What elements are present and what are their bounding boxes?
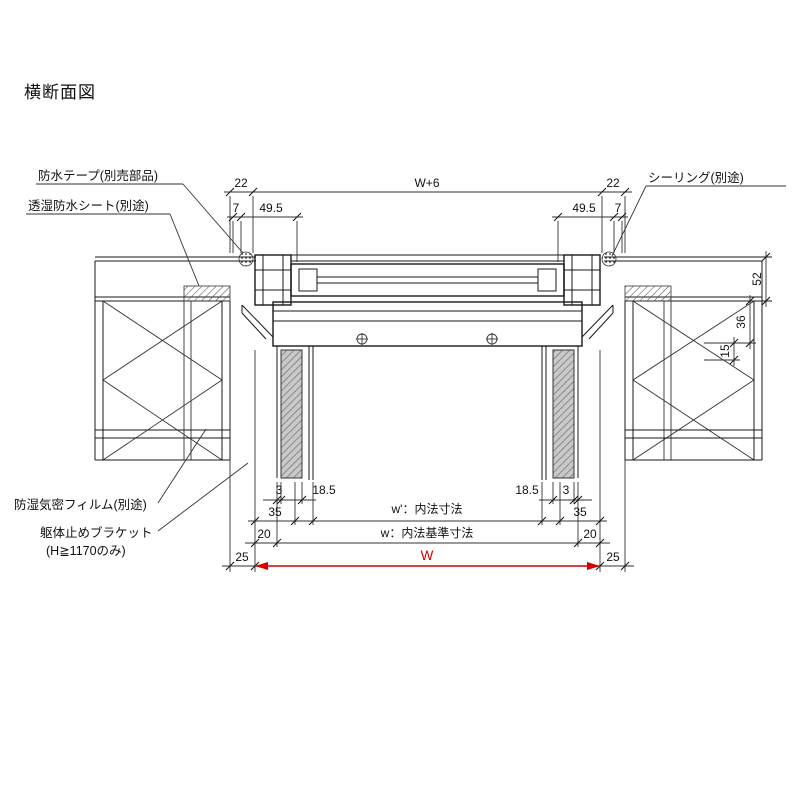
breathable-sheet-hatch-right [624,285,672,302]
sash-panel [290,263,565,297]
dim-bottom-left-35: 35 [268,505,282,519]
dim-bottom-left-18-5: 18.5 [312,483,336,497]
bottom-dimensions: 3 18.5 18.5 3 35 w'：内法寸法 35 20 w：内法基準寸法 … [222,350,634,572]
label-bracket-note: (H≧1170のみ) [46,544,126,558]
dim-inner-width: w'：内法寸法 [391,502,463,516]
bracket-left [241,304,274,340]
dim-upper-left-49-5: 49.5 [259,201,283,215]
lower-frame-rail [272,301,583,347]
label-waterproof-tape: 防水テープ(別売部品) [38,168,158,183]
label-vapor-film: 防湿気密フィルム(別途) [14,497,147,512]
dim-bottom-right-3: 3 [563,483,570,497]
glazing-stop-right [537,268,557,292]
dim-top-left-22: 22 [234,176,248,190]
dim-bottom-right-35: 35 [573,505,587,519]
dim-upper-right-49-5: 49.5 [572,201,596,215]
dim-bottom-left-20: 20 [257,527,271,541]
furring-block-left [280,349,303,479]
bracket-right [581,304,614,340]
left-jamb [254,254,292,306]
top-dimensions: 22 W+6 22 7 49.5 49.5 7 [224,176,632,262]
dim-top-right-22: 22 [606,176,620,190]
dim-bottom-right-20: 20 [583,527,597,541]
overall-width-dimension: W [255,548,600,570]
callout-labels: 防水テープ(別売部品) 透湿防水シート(別途) シーリング(別途) 防湿気密フィ… [14,168,786,558]
label-bracket: 躯体止めブラケット [40,525,153,540]
window-frame [238,251,617,480]
waterproof-tape-mark-left [238,251,254,267]
side-dimensions: 52 36 15 [704,251,771,366]
breathable-sheet-hatch-left [183,285,231,302]
dim-bottom-right-18-5: 18.5 [515,483,539,497]
screw-symbol-left [356,333,368,345]
left-wall-section [94,256,256,461]
dim-side-52: 52 [750,272,764,286]
dim-bottom-left-3: 3 [276,483,283,497]
drawing-title: 横断面図 [24,83,96,102]
dim-bottom-left-25: 25 [235,550,249,564]
screw-symbol-right [486,333,498,345]
dim-overall-w: W [421,548,434,563]
label-breathable-sheet: 透湿防水シート(別途) [28,198,149,213]
dim-side-36: 36 [734,315,748,329]
sealing-mark-right [601,251,617,267]
dim-upper-right-7: 7 [615,201,622,215]
right-wall-section [604,256,772,461]
red-arrow-right [587,562,600,570]
furring-block-right [552,349,575,479]
dim-top-w-plus-6: W+6 [414,176,439,190]
dim-side-15: 15 [718,344,732,358]
red-arrow-left [255,562,268,570]
glazing-stop-left [298,268,318,292]
dim-bottom-right-25: 25 [606,550,620,564]
right-jamb [563,254,601,306]
dim-base-width: w：内法基準寸法 [380,525,474,540]
label-sealing: シーリング(別途) [648,170,744,185]
dim-upper-left-7: 7 [233,201,240,215]
